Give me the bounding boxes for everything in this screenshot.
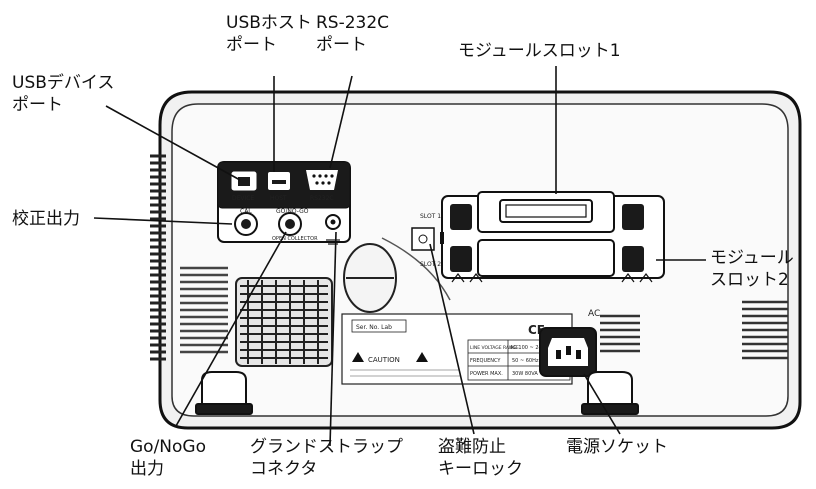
left-vent-slots bbox=[150, 154, 166, 361]
callout-ground-strap-line1: グランドストラップ bbox=[250, 437, 403, 457]
rs232-port-marking: RS232C bbox=[310, 195, 334, 202]
caution-marking: CAUTION bbox=[368, 356, 400, 364]
callout-usb-device-port: USBデバイス ポート bbox=[12, 72, 114, 116]
spec-line-voltage-value: AC 100 ~ 240 V bbox=[510, 345, 550, 351]
callout-security-lock-line2: キーロック bbox=[438, 459, 523, 479]
callout-security-lock-line1: 盗難防止 bbox=[438, 437, 506, 457]
callout-usb-host-port: USBホスト ポート bbox=[226, 12, 312, 56]
callout-usb-device-line1: USBデバイス bbox=[12, 73, 115, 93]
device-port-marking: DEVICE bbox=[232, 195, 254, 202]
spec-frequency-value: 50 ~ 60Hz bbox=[512, 358, 539, 364]
left-inner-vents bbox=[180, 266, 228, 354]
slot1-marking: SLOT 1 bbox=[420, 213, 441, 220]
callout-security-key-lock: 盗難防止 キーロック bbox=[438, 436, 523, 480]
spec-power-label: POWER MAX. bbox=[470, 371, 503, 377]
cal-marking: CAL bbox=[240, 208, 252, 215]
power-socket: AC bbox=[539, 309, 600, 377]
leader-security-lock bbox=[429, 243, 475, 435]
spec-line-voltage-label: LINE VOLTAGE RANGE bbox=[470, 345, 519, 351]
open-collector-marking: OPEN COLLECTOR bbox=[272, 236, 318, 242]
go-nogo-marking: GO/NO-GO bbox=[276, 208, 309, 215]
callout-module-slot-2: モジュール スロット2 bbox=[710, 247, 794, 291]
callout-power-socket-line1: 電源ソケット bbox=[566, 437, 668, 457]
leader-usb-device bbox=[105, 105, 241, 181]
callout-module-slot-2-line2: スロット2 bbox=[710, 270, 789, 290]
callout-go-nogo-line2: 出力 bbox=[130, 459, 164, 479]
fan-grille bbox=[235, 277, 333, 367]
leader-calibration bbox=[93, 217, 233, 225]
io-port-panel: DEVICE HOST RS232C CAL GO/NO-GO OPEN COL… bbox=[217, 161, 351, 243]
slot2-marking: SLOT 2 bbox=[420, 261, 441, 268]
callout-rs232c-line2: ポート bbox=[316, 35, 367, 55]
module-slot-area: SLOT 1 SLOT 2 bbox=[411, 191, 665, 283]
spec-frequency-label: FREQUENCY bbox=[470, 358, 501, 364]
host-port-marking: HOST bbox=[270, 195, 287, 202]
callout-calibration-line1: 校正出力 bbox=[12, 209, 80, 229]
callout-usb-host-line2: ポート bbox=[226, 35, 277, 55]
callout-usb-host-line1: USBホスト bbox=[226, 13, 312, 33]
callout-calibration-output: 校正出力 bbox=[12, 208, 80, 230]
callout-module-slot-1-line1: モジュールスロット1 bbox=[458, 41, 621, 61]
right-vent-slots bbox=[600, 300, 788, 360]
spec-power-value: 30W 80VA bbox=[512, 371, 538, 377]
callout-go-nogo-output: Go/NoGo 出力 bbox=[130, 436, 206, 480]
callout-rs232c-port: RS-232C ポート bbox=[316, 12, 389, 56]
callout-go-nogo-line1: Go/NoGo bbox=[130, 437, 206, 457]
callout-leaders bbox=[93, 66, 706, 447]
callout-rs232c-line1: RS-232C bbox=[316, 13, 390, 33]
callout-ground-strap-line2: コネクタ bbox=[250, 459, 318, 479]
callout-module-slot-1: モジュールスロット1 bbox=[458, 40, 621, 62]
leader-ground-strap bbox=[329, 231, 337, 447]
rating-plate: Ser. No. Lab CE CAUTION LINE VOLTAGE RAN… bbox=[341, 313, 573, 385]
leader-power-socket bbox=[583, 373, 621, 435]
callout-usb-device-line2: ポート bbox=[12, 95, 63, 115]
serial-label: Ser. No. Lab bbox=[356, 324, 392, 331]
leader-rs232c bbox=[329, 75, 353, 169]
callout-module-slot-2-line1: モジュール bbox=[710, 248, 794, 268]
callout-ground-strap-connector: グランドストラップ コネクタ bbox=[250, 436, 403, 480]
leader-go-nogo bbox=[175, 231, 287, 427]
callout-power-socket: 電源ソケット bbox=[566, 436, 668, 458]
ac-symbol: AC bbox=[588, 309, 600, 319]
